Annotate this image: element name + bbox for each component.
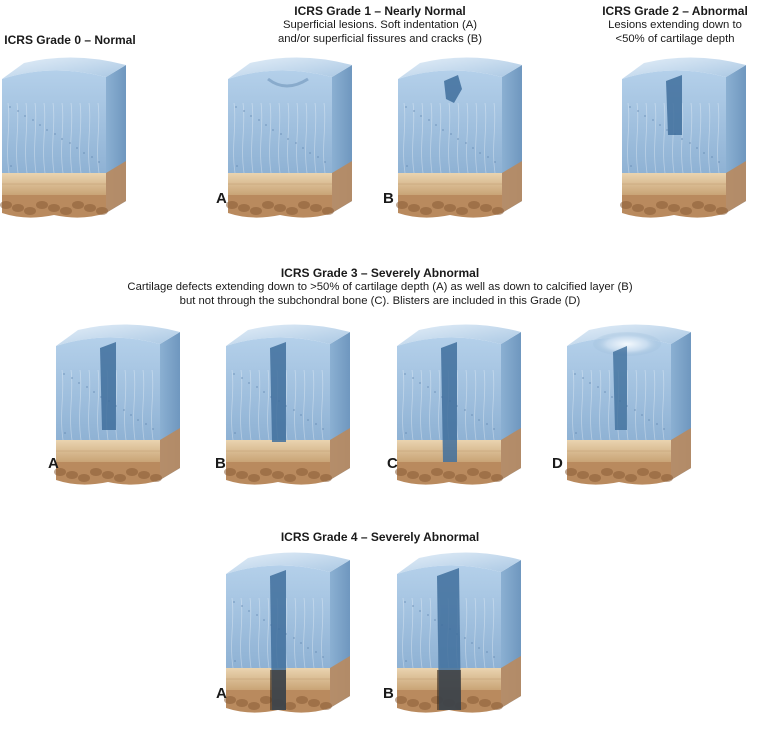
- grade2-title: ICRS Grade 2 – Abnormal: [602, 4, 748, 18]
- grade3-desc-line2: but not through the subchondral bone (C)…: [179, 295, 581, 307]
- grade1-title: ICRS Grade 1 – Nearly Normal: [294, 4, 466, 18]
- grade3c-block: [395, 322, 527, 492]
- grade1-desc-line1: Superficial lesions. Soft indentation (A…: [282, 19, 478, 31]
- grade1b-block: [396, 55, 528, 225]
- grade1-desc-line2: and/or superficial fissures and cracks (…: [277, 33, 483, 45]
- grade1-label-b: B: [383, 190, 394, 207]
- grade1a-block: [226, 55, 358, 225]
- grade3-label-b: B: [215, 455, 226, 472]
- cartilage-block-illustration: [54, 324, 180, 485]
- grade2-block: [620, 55, 752, 225]
- grade4-label-a: A: [216, 685, 227, 702]
- cartilage-block-illustration: [396, 57, 522, 218]
- grade1-label-a: A: [216, 190, 227, 207]
- grade4b-block: [395, 550, 527, 720]
- grade4-label-b: B: [383, 685, 394, 702]
- grade2-desc-line2: <50% of cartilage depth: [615, 33, 735, 45]
- cartilage-block-illustration: [0, 57, 126, 218]
- cartilage-block-illustration: [224, 552, 350, 713]
- grade3-label-a: A: [48, 455, 59, 472]
- grade4a-block: [224, 550, 356, 720]
- cartilage-block-illustration: [620, 57, 746, 218]
- cartilage-block-illustration: [565, 324, 691, 485]
- grade2-desc-line1: Lesions extending down to: [608, 19, 742, 31]
- grade3-desc-line1: Cartilage defects extending down to >50%…: [127, 281, 633, 293]
- grade3b-block: [224, 322, 356, 492]
- cartilage-block-illustration: [395, 324, 521, 485]
- cartilage-block-illustration: [224, 324, 350, 485]
- grade4-title: ICRS Grade 4 – Severely Abnormal: [280, 530, 480, 544]
- grade3-label-d: D: [552, 455, 563, 472]
- cartilage-block-illustration: [395, 552, 521, 713]
- grade0-title: ICRS Grade 0 – Normal: [4, 33, 136, 47]
- grade0-block: [0, 55, 132, 225]
- grade3-title: ICRS Grade 3 – Severely Abnormal: [280, 266, 480, 280]
- grade3d-block: [565, 322, 697, 492]
- cartilage-block-illustration: [226, 57, 352, 218]
- grade3a-block: [54, 322, 186, 492]
- grade3-label-c: C: [387, 455, 398, 472]
